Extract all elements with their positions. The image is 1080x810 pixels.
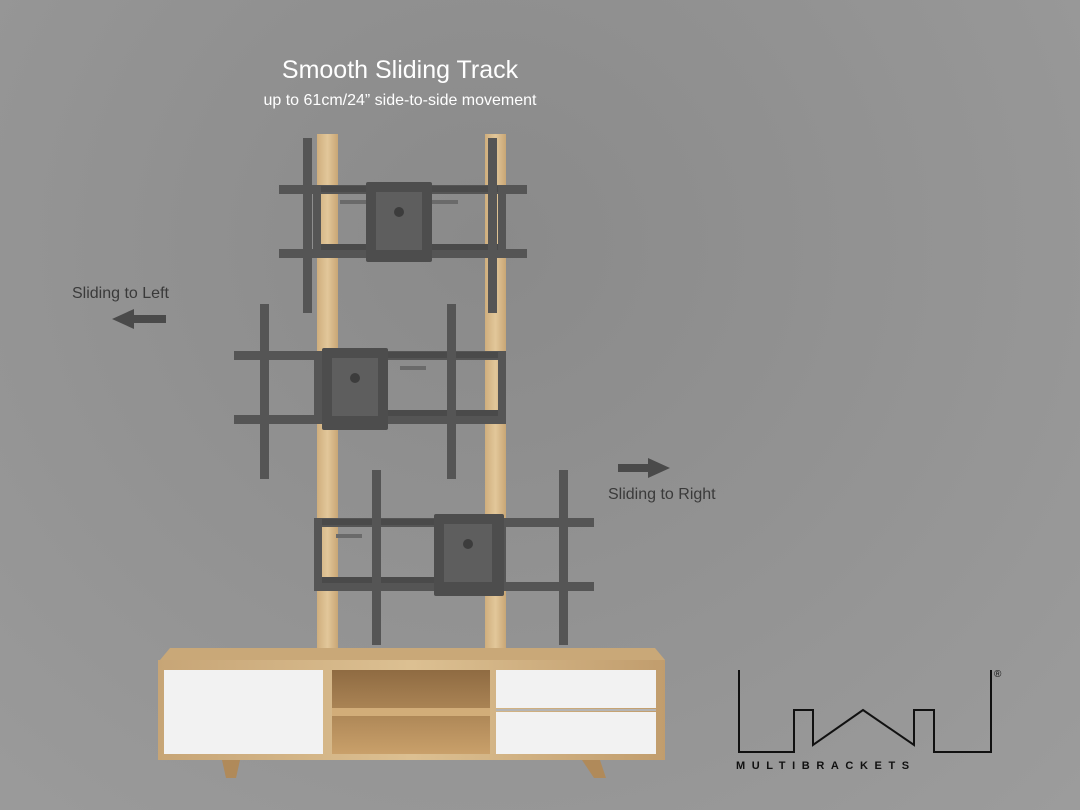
multibrackets-logo-icon (738, 670, 992, 753)
sliding-right-label: Sliding to Right (608, 486, 716, 503)
sliding-left-label: Sliding to Left (72, 285, 169, 302)
tv-bracket-center (279, 138, 527, 313)
arrow-left-icon (112, 309, 166, 329)
tv-bracket-right (314, 470, 594, 645)
page-title: Smooth Sliding Track (281, 56, 519, 84)
tv-cabinet (158, 648, 665, 778)
brand-name: MULTIBRACKETS (736, 760, 916, 772)
page-subtitle: up to 61cm/24” side-to-side movement (263, 92, 537, 109)
registered-mark: ® (994, 669, 1002, 680)
tv-bracket-left (234, 304, 506, 479)
arrow-right-icon (618, 458, 670, 478)
